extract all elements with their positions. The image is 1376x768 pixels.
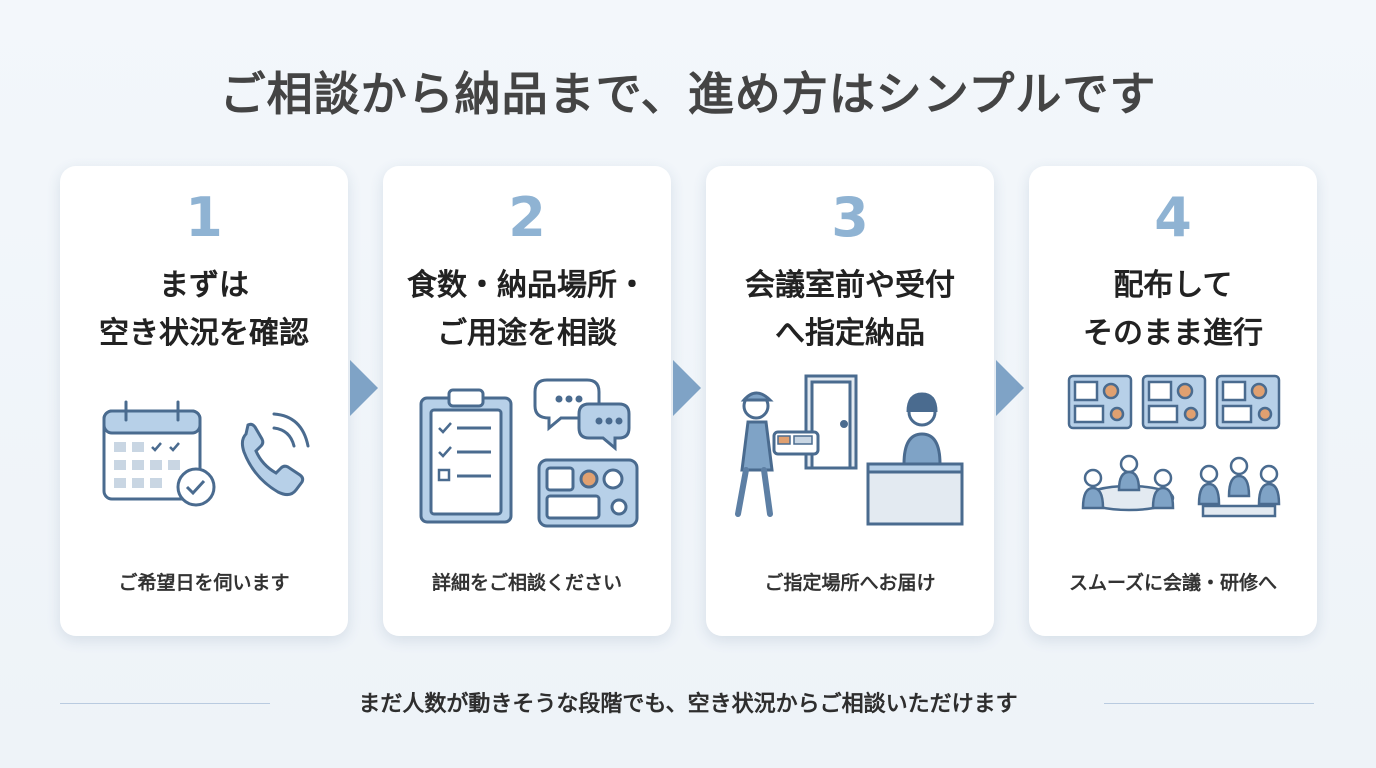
step-number: 1: [185, 186, 223, 249]
bento-box-icon: [537, 458, 639, 528]
step-caption: ご指定場所へお届け: [764, 572, 936, 594]
step-caption: ご希望日を伺います: [118, 572, 290, 594]
step-illustration: [74, 366, 334, 536]
step-card-1: 1 まずは 空き状況を確認: [60, 166, 348, 636]
step-heading: まずは 空き状況を確認: [99, 268, 309, 351]
footer-note: まだ人数が動きそうな段階でも、空き状況からご相談いただけます: [358, 692, 1018, 717]
receptionist-icon: [866, 392, 964, 526]
delivery-person-icon: [735, 391, 820, 517]
step-illustration: [397, 366, 657, 536]
step-illustration: [1043, 366, 1303, 536]
calendar-icon: [102, 400, 216, 507]
phone-icon: [240, 412, 310, 497]
step-arrow-icon: [673, 360, 701, 416]
step-arrow-icon: [350, 360, 378, 416]
bento-box-icon: [1067, 374, 1281, 430]
meeting-table-icon: [1081, 454, 1281, 518]
step-arrow-icon: [996, 360, 1024, 416]
page-title: ご相談から納品まで、進め方はシンプルです: [219, 67, 1157, 121]
divider-right: [1104, 703, 1314, 704]
step-heading: 会議室前や受付 へ指定納品: [745, 268, 955, 351]
step-number: 4: [1154, 186, 1192, 249]
divider-left: [60, 703, 270, 704]
step-card-3: 3 会議室前や受付 へ指定納品: [706, 166, 994, 636]
step-number: 2: [508, 186, 546, 249]
step-card-4: 4 配布して そのまま進行: [1029, 166, 1317, 636]
chat-bubbles-icon: [533, 378, 631, 452]
step-caption: 詳細をご相談ください: [431, 572, 622, 594]
step-caption: スムーズに会議・研修へ: [1068, 572, 1278, 594]
step-heading: 食数・納品場所・ ご用途を相談: [407, 268, 647, 351]
step-card-2: 2 食数・納品場所・ ご用途を相談: [383, 166, 671, 636]
step-number: 3: [831, 186, 869, 249]
step-illustration: [720, 366, 980, 536]
clipboard-icon: [419, 388, 513, 524]
step-heading: 配布して そのまま進行: [1083, 268, 1263, 351]
